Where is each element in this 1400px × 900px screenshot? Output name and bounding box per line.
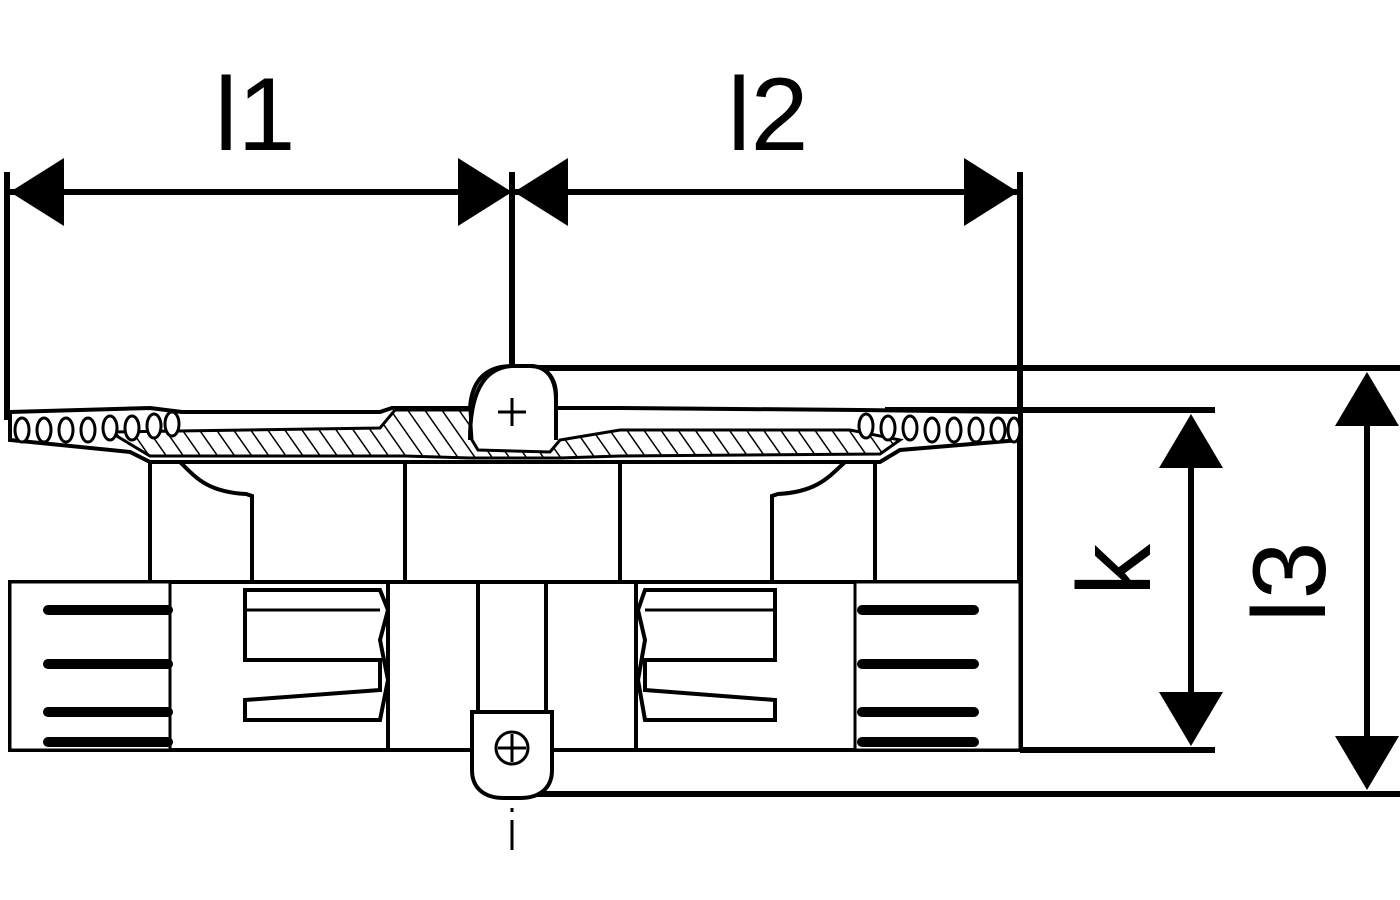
dimension-l1-right-arrow [458,158,512,226]
top-lug [468,364,558,441]
right-grip-ring [857,412,1022,444]
flange-hatch [104,408,904,460]
left-grip-ring [13,410,181,444]
left-lower-grip [8,580,173,752]
right-insert [635,588,777,722]
dimension-l3-top-arrow [1335,372,1399,426]
center-pin [476,580,548,714]
dimension-l2-left-arrow [514,158,568,226]
dimension-k-label: k [1057,543,1173,596]
top-lug-pin [498,398,526,426]
dimension-k-bottom-arrow [1159,692,1223,746]
dimension-l1-left-arrow [10,158,64,226]
dimension-l3-label: l3 [1232,542,1348,623]
dimension-l2-label: l2 [728,57,809,173]
left-upper-body [148,460,407,584]
fitting-body [8,364,1022,800]
dimension-l3-bottom-arrow [1335,736,1399,790]
dimension-l3 [512,365,1400,797]
left-upper-bore [178,460,254,582]
center-upper-body [403,460,622,584]
right-lower-grip [853,580,1022,752]
dimension-l1-label: l1 [215,57,296,173]
dimension-l2-right-arrow [964,158,1018,226]
right-upper-body [618,460,877,584]
right-upper-bore [770,460,847,582]
dimension-k-top-arrow [1159,414,1223,468]
dimension-l1 [4,172,508,420]
